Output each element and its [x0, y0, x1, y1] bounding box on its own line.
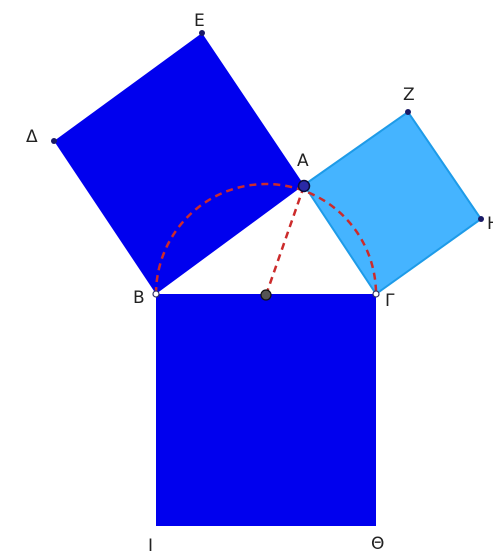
- label-d: Δ: [26, 127, 38, 147]
- label-g: Γ: [385, 291, 395, 311]
- vertex-point-z: [405, 109, 411, 115]
- label-a: A: [297, 151, 309, 171]
- vertex-point-a: [297, 179, 311, 193]
- label-z: Z: [403, 85, 415, 105]
- label-th: Θ: [371, 534, 384, 554]
- label-h: Η: [487, 214, 493, 234]
- vertex-point-d: [51, 138, 57, 144]
- vertex-point-e: [199, 30, 205, 36]
- label-i: Ι: [148, 536, 153, 554]
- square-on-side-ag: [304, 112, 481, 294]
- radius-line: [264, 185, 306, 296]
- vertex-point-g: [372, 290, 380, 298]
- label-b: B: [133, 288, 145, 308]
- vertex-point-h: [478, 216, 484, 222]
- square-on-hypotenuse: [156, 294, 376, 526]
- vertex-point-b: [152, 290, 160, 298]
- midpoint-marker: [260, 289, 272, 301]
- square-on-side-ab: [54, 33, 304, 294]
- semicircle-arc: [154, 182, 378, 295]
- label-e: E: [194, 11, 205, 31]
